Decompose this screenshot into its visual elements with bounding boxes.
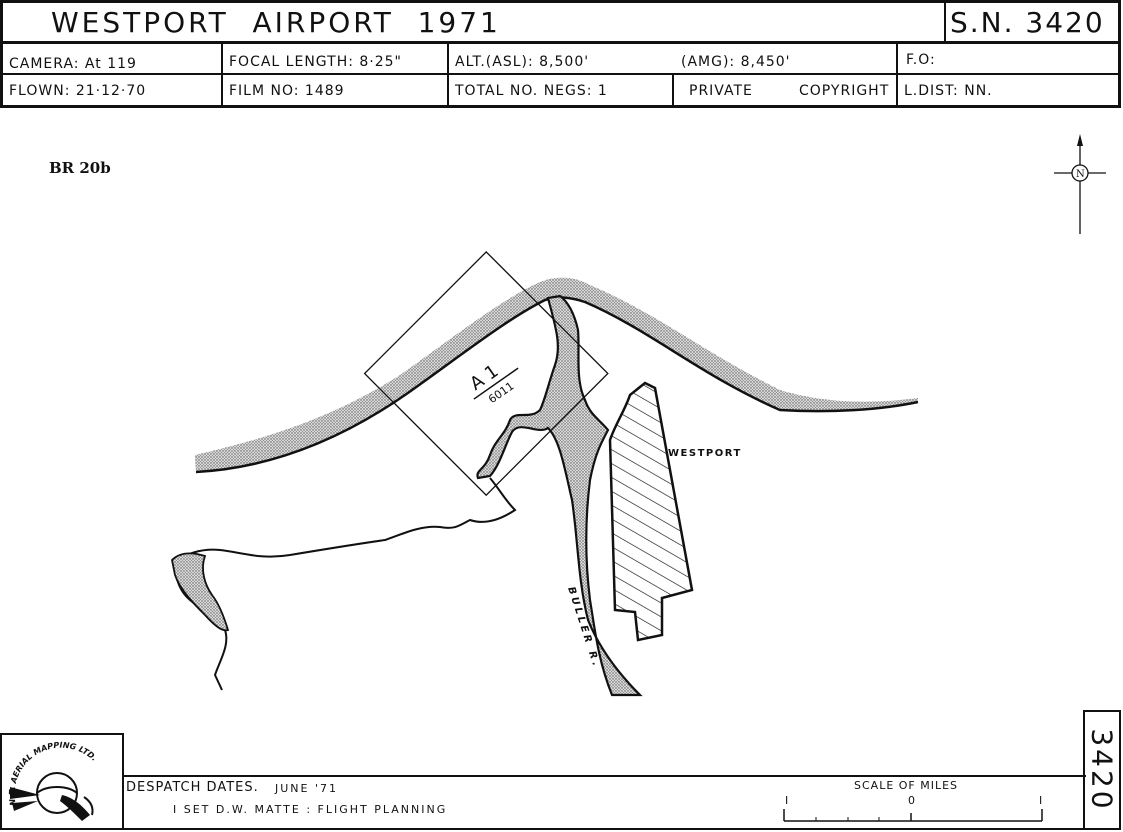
fo-field: F.O: [906,52,936,68]
footer-strip: DESPATCH DATES. JUNE '71 I SET D.W. MATT… [123,775,1086,830]
film-no-field: FILM NO: 1489 [229,83,345,99]
flown-field: FLOWN: 21·12·70 [9,83,147,99]
map-reference-label: BR 20b [49,159,111,177]
info-grid: CAMERA: At 119 FOCAL LENGTH: 8·25" ALT.(… [0,44,1121,108]
grid-divider-horizontal [3,73,1121,75]
aerial-mapping-logo: N.Z. AERIAL MAPPING LTD. [8,741,99,821]
total-negs-field: TOTAL NO. NEGS: 1 [455,83,608,99]
scale-bar [783,809,1043,822]
town-label: WESTPORT [668,448,742,459]
north-label: N [1076,169,1085,180]
tributary [174,477,517,691]
focal-length-field: FOCAL LENGTH: 8·25" [229,54,402,70]
map-drawing: A 1 6011 WESTPORT BULLER R. N [171,134,1106,697]
frame-label-group: A 1 6011 [466,361,519,406]
despatch-label: DESPATCH DATES. [126,780,259,795]
grid-divider [221,44,223,105]
scale-label: SCALE OF MILES [854,779,959,792]
side-number: 3420 [1085,728,1119,812]
altitude-asl-field: ALT.(ASL): 8,500' [455,54,590,70]
grid-divider [447,44,449,105]
buller-river [476,294,643,697]
private-field: PRIVATE [689,83,753,99]
company-logo-box: N.Z. AERIAL MAPPING LTD. [0,733,124,830]
copyright-field: COPYRIGHT [799,83,890,99]
side-number-box: 3420 [1083,710,1121,830]
photo-frame [363,250,609,497]
north-arrow: N [1054,134,1106,234]
sheet-number: S.N. 3420 [946,0,1121,44]
grid-divider [896,44,898,105]
set-note: I SET D.W. MATTE : FLIGHT PLANNING [173,803,448,816]
l-dist-field: L.DIST: NN. [904,83,993,99]
scale-zero-mark: 0 [908,794,917,807]
coastline-surf [195,277,918,472]
tributary-wetland [171,552,230,632]
grid-divider [672,74,674,105]
scale-right-mark: I [1039,794,1045,807]
camera-field: CAMERA: At 119 [9,56,137,72]
scale-left-mark: I [785,794,791,807]
altitude-amg-field: (AMG): 8,450' [681,54,791,70]
map-title: WESTPORT AIRPORT 1971 [0,0,946,44]
westport-town [608,381,694,642]
despatch-value: JUNE '71 [275,782,338,795]
